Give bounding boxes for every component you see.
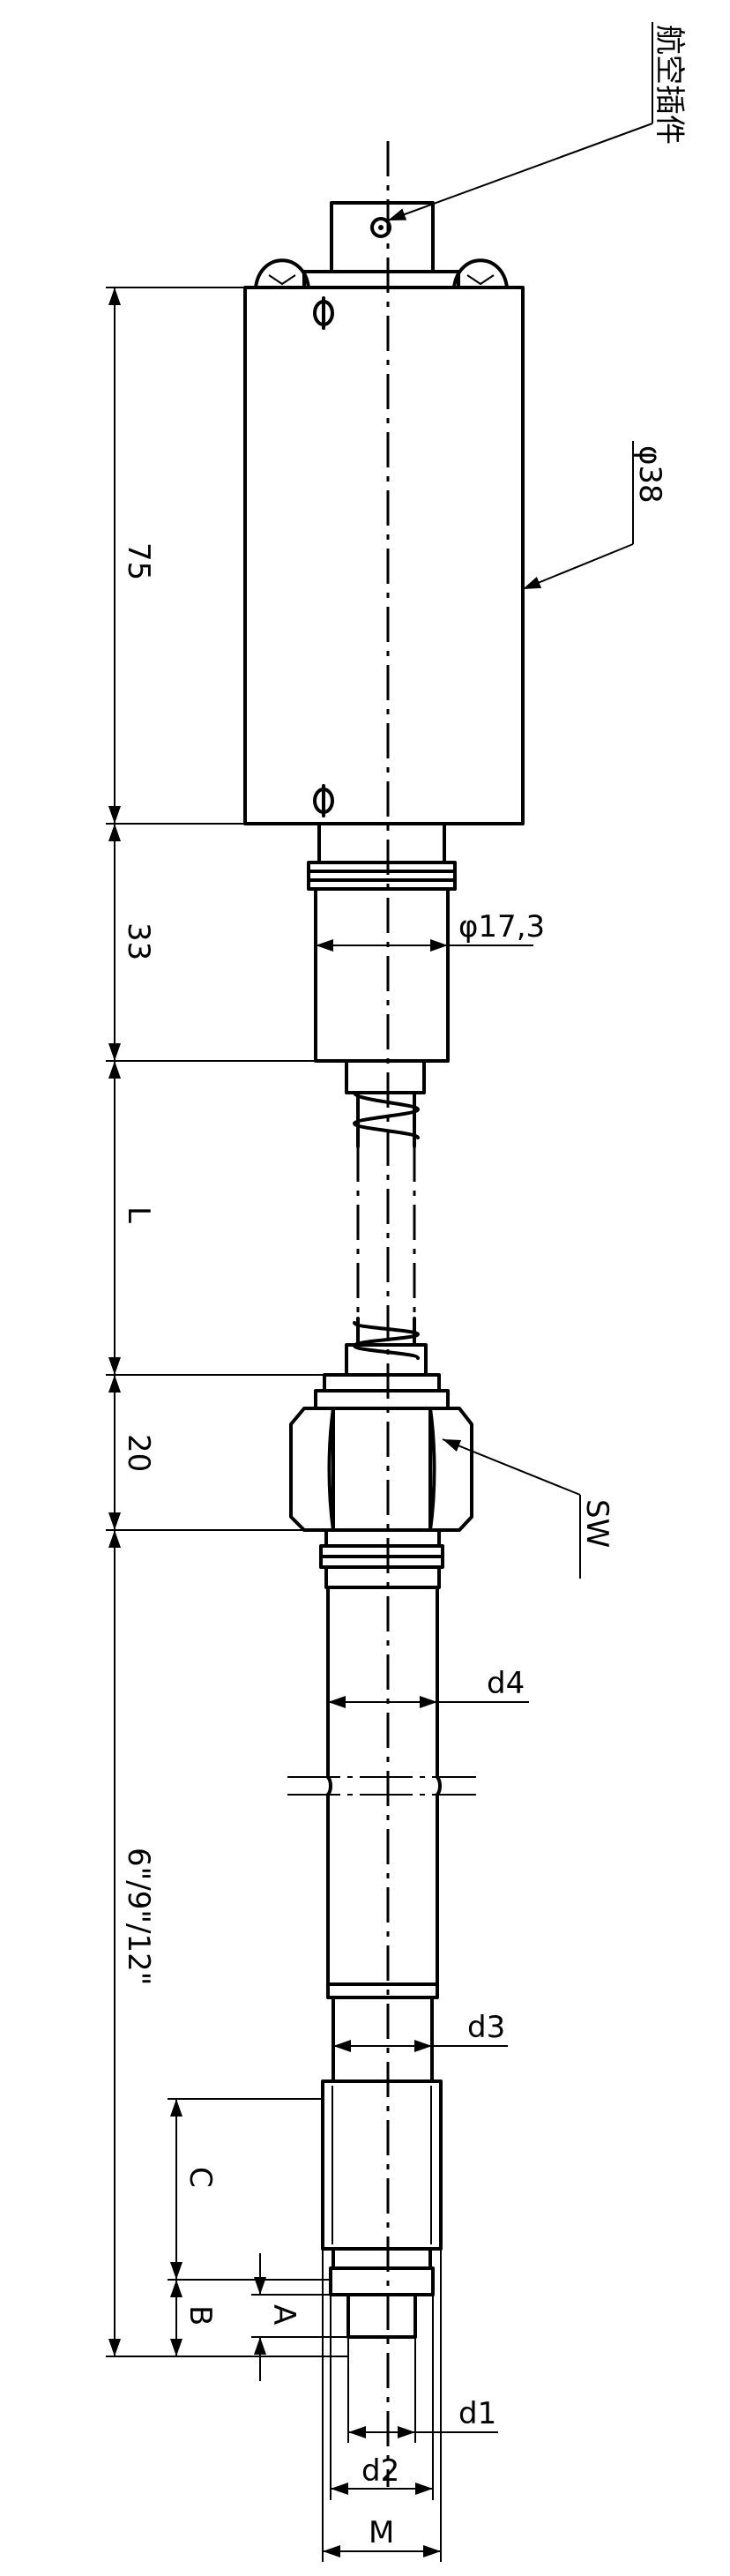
stem bbox=[287, 1528, 476, 2083]
bottom-dimensions bbox=[322, 2249, 498, 2562]
nut-length-label: 20 bbox=[121, 1434, 156, 1472]
neck-length-label: 33 bbox=[121, 922, 156, 960]
leaders bbox=[387, 22, 653, 1579]
neck-diameter-label: φ17,3 bbox=[458, 909, 545, 945]
d3-label: d3 bbox=[467, 2010, 505, 2045]
body-diameter-label: φ38 bbox=[632, 445, 667, 504]
wrench-size-label: SW bbox=[579, 1499, 615, 1548]
neck-section bbox=[307, 822, 457, 1148]
body-length-label: 75 bbox=[121, 542, 156, 580]
main-housing bbox=[243, 286, 525, 825]
connector-label: 航空插件 bbox=[652, 25, 687, 145]
left-dimensions bbox=[106, 287, 348, 2357]
d2-label: d2 bbox=[361, 2453, 399, 2489]
lower-thread bbox=[314, 1317, 450, 1410]
cable-length-label: L bbox=[121, 1206, 156, 1223]
cba-dimensions bbox=[168, 2098, 348, 2381]
stem-length-label: 6"/9"/12" bbox=[121, 1848, 156, 1985]
d4-label: d4 bbox=[487, 1666, 525, 1701]
hex-nut bbox=[289, 1407, 473, 1532]
d1-label: d1 bbox=[458, 2396, 496, 2431]
a-label: A bbox=[266, 2304, 302, 2325]
diameter-dimensions bbox=[316, 939, 533, 2052]
c-label: C bbox=[182, 2167, 218, 2188]
cable-break bbox=[356, 1146, 416, 1318]
b-label: B bbox=[182, 2305, 218, 2326]
process-thread bbox=[321, 2079, 443, 2339]
m-label: M bbox=[369, 2515, 394, 2550]
connector-plug bbox=[254, 201, 509, 289]
